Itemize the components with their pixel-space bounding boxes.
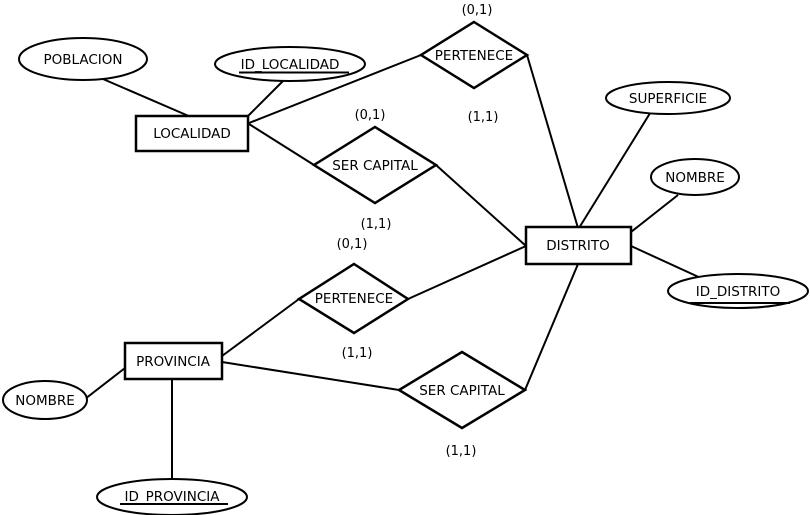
nombre-distrito-label: NOMBRE <box>665 170 725 186</box>
cardinality-labels: (0,1) (1,1) (0,1) (1,1) (0,1) (1,1) (1,1… <box>337 3 499 459</box>
edge-ser-capital-mid-distrito <box>435 164 527 247</box>
edge-pertenece-top-distrito <box>526 54 579 229</box>
edge-superficie-distrito <box>578 109 653 229</box>
edges <box>84 54 704 480</box>
superficie-label: SUPERFICIE <box>629 91 707 107</box>
distrito-box <box>524 225 633 266</box>
cardinality-distrito-pertenece-bottom: (0,1) <box>337 237 368 252</box>
edge-distrito-id-distrito <box>630 245 704 280</box>
ser-capital-bottom-diamond <box>396 350 528 430</box>
id-localidad-label: ID_LOCALIDAD <box>241 57 340 73</box>
edge-provincia-pertenece-bottom <box>221 298 300 357</box>
ser-capital-bottom-label: SER CAPITAL <box>419 383 505 399</box>
entity-provincia: PROVINCIA <box>123 341 224 381</box>
cardinality-ser-capital-bottom: (1,1) <box>446 444 477 459</box>
pertenece-bottom-diamond <box>296 262 411 335</box>
attributes: POBLACION ID_LOCALIDAD SUPERFICIE NOMBRE… <box>2 37 809 515</box>
edge-nombre-distrito <box>630 194 679 233</box>
nombre-provincia-label: NOMBRE <box>15 393 75 409</box>
attribute-id-localidad: ID_LOCALIDAD <box>214 46 366 82</box>
edge-distrito-ser-capital-bottom <box>524 263 579 391</box>
id-provincia-label: ID_PROVINCIA <box>125 489 221 505</box>
relationships: PERTENECE SER CAPITAL PERTENECE SER CAPI… <box>296 20 530 430</box>
cardinality-pertenece-top-distrito: (1,1) <box>468 110 499 125</box>
edge-poblacion-localidad <box>95 75 192 118</box>
entity-localidad: LOCALIDAD <box>134 114 250 153</box>
cardinality-localidad-pertenece-top: (0,1) <box>462 3 493 18</box>
relationship-ser-capital-bottom: SER CAPITAL <box>396 350 528 430</box>
entity-distrito: DISTRITO <box>524 225 633 266</box>
pertenece-top-label: PERTENECE <box>435 48 513 64</box>
edge-id-localidad-localidad <box>247 79 285 117</box>
id-provincia-ellipse <box>96 478 248 515</box>
edge-localidad-pertenece-top <box>248 54 422 124</box>
superficie-ellipse <box>605 81 731 115</box>
id-distrito-label: ID_DISTRITO <box>696 284 781 300</box>
distrito-label: DISTRITO <box>546 238 609 254</box>
attribute-nombre-distrito: NOMBRE <box>650 158 740 196</box>
edge-localidad-ser-capital-mid <box>248 123 315 166</box>
provincia-label: PROVINCIA <box>136 354 211 370</box>
entities: LOCALIDAD DISTRITO PROVINCIA <box>123 114 633 381</box>
localidad-box <box>134 114 250 153</box>
poblacion-ellipse <box>18 37 148 81</box>
pertenece-top-diamond <box>418 20 530 90</box>
id-distrito-ellipse <box>667 273 809 309</box>
nombre-provincia-ellipse <box>2 380 88 420</box>
relationship-pertenece-top: PERTENECE <box>418 20 530 90</box>
edge-provincia-ser-capital-bottom <box>221 361 400 391</box>
edge-pertenece-bottom-distrito <box>407 245 527 300</box>
cardinality-ser-capital-mid-distrito: (1,1) <box>361 217 392 232</box>
provincia-box <box>123 341 224 381</box>
relationship-pertenece-bottom: PERTENECE <box>296 262 411 335</box>
poblacion-label: POBLACION <box>44 52 123 68</box>
ser-capital-mid-diamond <box>311 125 439 205</box>
attribute-nombre-provincia: NOMBRE <box>2 380 88 420</box>
attribute-superficie: SUPERFICIE <box>605 81 731 115</box>
localidad-label: LOCALIDAD <box>153 126 231 142</box>
nombre-distrito-ellipse <box>650 158 740 196</box>
relationship-ser-capital-mid: SER CAPITAL <box>311 125 439 205</box>
attribute-poblacion: POBLACION <box>18 37 148 81</box>
pertenece-bottom-label: PERTENECE <box>315 291 393 307</box>
cardinality-localidad-ser-capital-mid: (0,1) <box>355 108 386 123</box>
attribute-id-provincia: ID_PROVINCIA <box>96 478 248 515</box>
attribute-id-distrito: ID_DISTRITO <box>667 273 809 309</box>
cardinality-pertenece-bottom-provincia: (1,1) <box>342 346 373 361</box>
ser-capital-mid-label: SER CAPITAL <box>332 158 418 174</box>
edge-nombre-provincia <box>84 367 126 400</box>
